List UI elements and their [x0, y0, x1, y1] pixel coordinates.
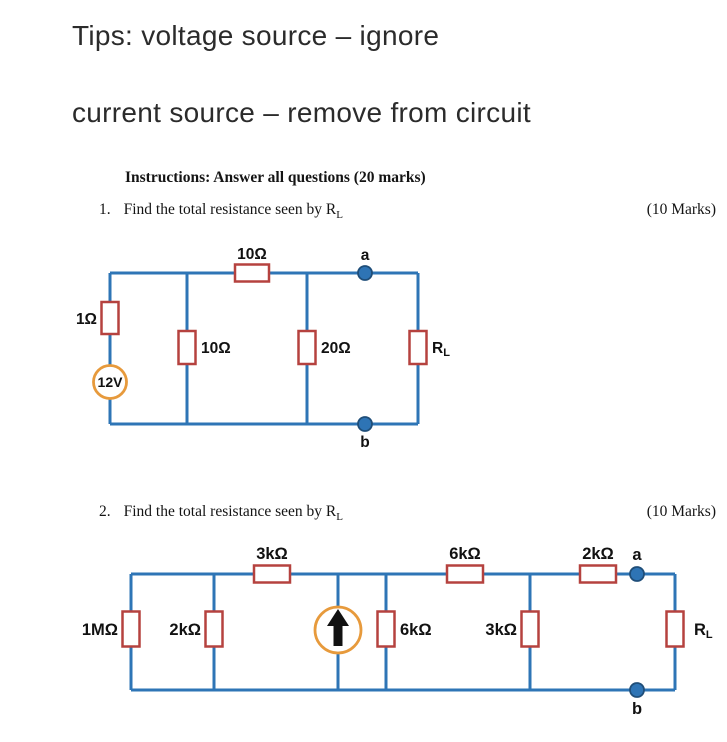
- c1-label-terminal-b: b: [360, 434, 369, 451]
- question-2-row: 2. Find the total resistance seen by RL …: [99, 503, 716, 523]
- c2-series-resistor-3k: [252, 564, 292, 584]
- c2-label-3k-top: 3kΩ: [256, 545, 288, 563]
- question-2-number: 2.: [99, 503, 111, 520]
- c2-label-2k-shunt: 2kΩ: [169, 621, 201, 639]
- c2-terminal-a-dot: [629, 566, 645, 582]
- c1-resistor-20ohm: [297, 329, 317, 366]
- c1-label-terminal-a: a: [361, 247, 370, 264]
- c1-label-12v: 12V: [98, 374, 124, 390]
- c1-label-series-10ohm: 10Ω: [237, 246, 267, 263]
- question-1-marks: (10 Marks): [646, 201, 716, 218]
- c1-label-20ohm: 20Ω: [321, 340, 351, 357]
- c1-terminal-b-dot: [357, 416, 373, 432]
- c2-terminal-b-dot: [629, 682, 645, 698]
- question-1-body: Find the total resistance seen by RL: [123, 201, 344, 222]
- rl-subscript: L: [336, 511, 344, 524]
- current-source-arrow-shaft: [333, 624, 343, 646]
- c1-series-resistor-10ohm: [233, 263, 271, 283]
- question-1-row: 1. Find the total resistance seen by RL …: [99, 201, 716, 221]
- question-2-marks: (10 Marks): [646, 503, 716, 520]
- tips-heading-voltage: Tips: voltage source – ignore: [72, 20, 440, 51]
- c2-label-1M: 1MΩ: [82, 621, 118, 639]
- c1-label-load: RL: [432, 340, 450, 359]
- c2-label-load: RL: [694, 621, 713, 641]
- c2-label-2k-top: 2kΩ: [582, 545, 614, 563]
- c2-resistor-1M: [121, 610, 141, 648]
- circuit-diagram-2: 3kΩ 6kΩ 2kΩ 1MΩ 2kΩ 6kΩ 3kΩ RL a b: [82, 545, 713, 718]
- c1-resistor-10ohm-shunt: [177, 329, 197, 366]
- c2-label-6k-top: 6kΩ: [449, 545, 481, 563]
- c2-label-3k-shunt: 3kΩ: [485, 621, 517, 639]
- question-1-number: 1.: [99, 201, 111, 218]
- c2-label-terminal-b: b: [632, 700, 642, 718]
- c1-terminal-a-dot: [357, 265, 373, 281]
- c2-series-resistor-6k: [445, 564, 485, 584]
- c2-resistor-2k-shunt: [204, 610, 224, 648]
- c2-label-6k-shunt: 6kΩ: [400, 621, 432, 639]
- circuit-diagram-1: 10Ω 1Ω 12V 10Ω 20Ω RL a b: [76, 246, 450, 451]
- current-source-arrow-head: [327, 609, 349, 626]
- c1-load-resistor: [408, 329, 428, 366]
- voltage-source-icon: [92, 364, 128, 400]
- c1-resistor-1ohm: [100, 300, 120, 336]
- c2-resistor-3k-shunt: [520, 610, 540, 648]
- rl-subscript: L: [336, 209, 344, 222]
- question-1-text: 1. Find the total resistance seen by RL: [99, 201, 343, 221]
- question-2-text: 2. Find the total resistance seen by RL: [99, 503, 343, 523]
- tips-heading-current: current source – remove from circuit: [72, 97, 531, 128]
- c2-label-terminal-a: a: [632, 546, 642, 564]
- c2-resistor-6k-shunt: [376, 610, 396, 648]
- c2-series-resistor-2k: [578, 564, 618, 584]
- question-2-body: Find the total resistance seen by RL: [123, 503, 344, 524]
- c2-load-resistor: [665, 610, 685, 648]
- c1-label-shunt-10ohm: 10Ω: [201, 340, 231, 357]
- instructions-line: Instructions: Answer all questions (20 m…: [125, 169, 426, 186]
- c1-label-1ohm: 1Ω: [76, 311, 97, 328]
